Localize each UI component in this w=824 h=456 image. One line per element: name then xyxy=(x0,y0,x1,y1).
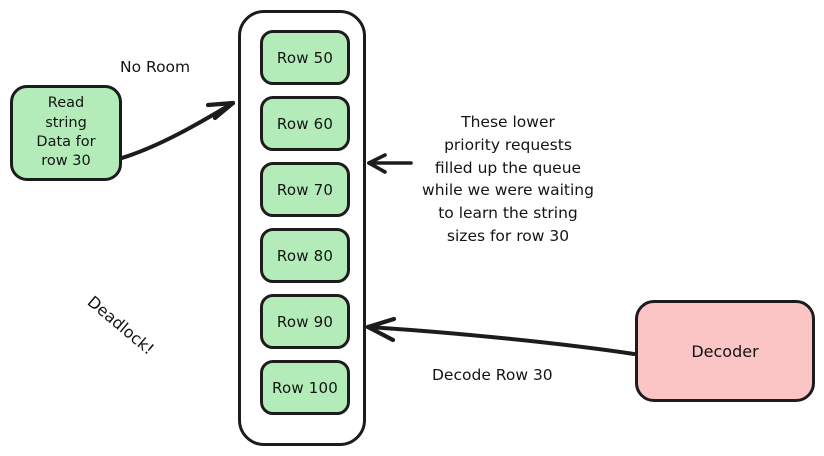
no-room-arrow-label: No Room xyxy=(120,58,191,76)
request-line-4: row 30 xyxy=(41,153,91,170)
queue-item-label: Row 100 xyxy=(272,378,338,397)
queue-item-label: Row 70 xyxy=(276,180,334,199)
arrow-annotation-to-queue xyxy=(367,153,413,174)
decoder-box[interactable]: Decoder xyxy=(635,300,815,402)
annotation-line-5: to learn the string xyxy=(438,204,578,223)
queue-item-row-100[interactable]: Row 100 xyxy=(260,360,350,415)
queue-item-label: Row 90 xyxy=(276,312,334,331)
request-line-3: Data for xyxy=(36,134,96,150)
queue-item-row-80[interactable]: Row 80 xyxy=(260,228,350,283)
queue-annotation-text: These lower priority requests filled up … xyxy=(404,111,612,248)
annotation-line-6: sizes for row 30 xyxy=(446,226,570,245)
queue-item-row-70[interactable]: Row 70 xyxy=(260,162,350,217)
queue-item-row-50[interactable]: Row 50 xyxy=(260,30,350,85)
queue-item-row-90[interactable]: Row 90 xyxy=(260,294,350,349)
arrow-decode-row-30 xyxy=(365,316,636,356)
annotation-line-4: while we were waiting xyxy=(422,181,594,200)
arrow-no-room xyxy=(120,100,236,160)
request-line-1: Read xyxy=(47,95,85,112)
request-line-2: string xyxy=(45,114,87,131)
annotation-line-3: filled up the queue xyxy=(434,158,582,177)
queue-item-row-60[interactable]: Row 60 xyxy=(260,96,350,151)
queue-item-label: Row 50 xyxy=(276,48,334,67)
decode-row-arrow-label: Decode Row 30 xyxy=(432,366,553,384)
annotation-line-1: These lower xyxy=(461,113,555,131)
decoder-label: Decoder xyxy=(691,341,759,361)
queue-item-label: Row 60 xyxy=(276,114,334,133)
request-queue-items: Row 50 Row 60 Row 70 Row 80 Row 90 Row 1… xyxy=(238,10,366,446)
queue-item-label: Row 80 xyxy=(276,246,334,265)
read-string-data-request-box[interactable]: Read string Data for row 30 xyxy=(10,85,122,181)
annotation-line-2: priority requests xyxy=(444,135,572,154)
